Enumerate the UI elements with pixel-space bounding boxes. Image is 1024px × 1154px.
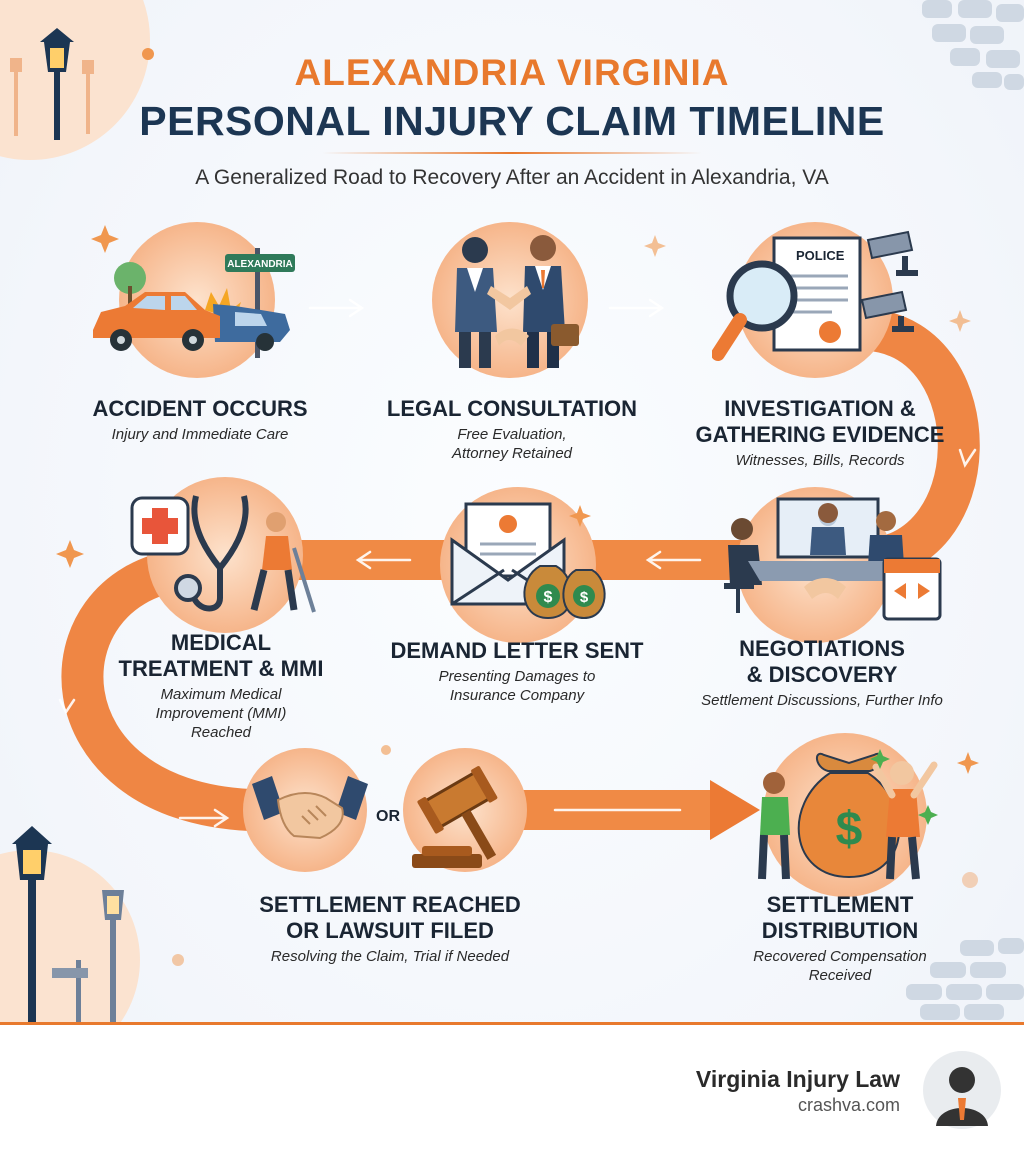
step-settlement-distribution: SETTLEMENT DISTRIBUTION Recovered Compen… (720, 892, 960, 985)
or-label: OR (376, 808, 400, 825)
gavel-icon (412, 766, 498, 868)
step-title: SETTLEMENT DISTRIBUTION (761, 892, 919, 943)
street-lamp-icon (10, 28, 94, 140)
step-investigation: INVESTIGATION & GATHERING EVIDENCE Witne… (680, 396, 960, 470)
step-desc: Presenting Damages to Insurance Company (438, 668, 596, 704)
police-report-magnifier-icon: POLICE (712, 230, 918, 361)
step-title: MEDICAL TREATMENT & MMI (118, 630, 324, 681)
title-line1: ALEXANDRIA VIRGINIA (294, 52, 730, 93)
step-desc: Settlement Discussions, Further Info (701, 692, 943, 709)
step-title: SETTLEMENT REACHED OR LAWSUIT FILED (259, 892, 521, 943)
step-title: ACCIDENT OCCURS (92, 396, 308, 421)
street-lamp-icon-bottom (12, 826, 124, 1025)
step-desc: Free Evaluation, Attorney Retained (451, 426, 573, 462)
title-line2: PERSONAL INJURY CLAIM TIMELINE (139, 98, 885, 144)
cobblestones-top-right (922, 0, 1024, 90)
step-legal-consultation: LEGAL CONSULTATION Free Evaluation, Atto… (362, 396, 662, 463)
sparkle-decorations (56, 48, 979, 966)
step-accident-occurs: ACCIDENT OCCURS Injury and Immediate Car… (60, 396, 340, 444)
svg-text:ALEXANDRIA: ALEXANDRIA (227, 259, 293, 270)
step-title: LEGAL CONSULTATION (386, 396, 638, 421)
demand-letter-icon: $ $ (450, 502, 606, 620)
title-divider (322, 152, 702, 154)
step-title: NEGOTIATIONS & DISCOVERY (739, 636, 905, 687)
brand-name: Virginia Injury Law (695, 1066, 900, 1092)
avatar-icon (923, 1051, 1001, 1129)
money-bag-small-icon: $ $ (523, 565, 606, 620)
svg-text:$: $ (580, 589, 589, 606)
step-title: DEMAND LETTER SENT (390, 638, 644, 663)
step-desc: Witnesses, Bills, Records (735, 452, 905, 469)
step-demand-letter: DEMAND LETTER SENT Presenting Damages to… (362, 638, 672, 705)
step-desc: Injury and Immediate Care (111, 426, 289, 443)
footer (0, 1022, 1024, 1154)
subtitle: A Generalized Road to Recovery After an … (195, 166, 829, 189)
svg-text:$: $ (836, 803, 863, 856)
handshake-icon (455, 235, 579, 368)
cobblestones-bottom-right (906, 938, 1024, 1020)
settlement-handshake-icon (252, 776, 368, 840)
car-crash-icon: ALEXANDRIA (93, 248, 295, 358)
step-medical-treatment: MEDICAL TREATMENT & MMI Maximum Medical … (96, 630, 346, 742)
step-desc: Maximum Medical Improvement (MMI) Reache… (155, 686, 287, 741)
money-bag-celebration-icon: $ (758, 749, 938, 880)
corner-glow-top-left (0, 0, 150, 160)
svg-text:POLICE: POLICE (796, 248, 845, 263)
step-title: INVESTIGATION & GATHERING EVIDENCE (695, 396, 945, 447)
step-desc: Recovered Compensation Received (753, 948, 927, 984)
footer-divider (0, 1022, 1024, 1025)
step-settlement-or-lawsuit: SETTLEMENT REACHED OR LAWSUIT FILED Reso… (230, 892, 550, 966)
brand-block: Virginia Injury Law crashva.com (696, 1066, 900, 1116)
svg-text:$: $ (544, 589, 553, 606)
meeting-table-icon (724, 497, 942, 621)
brand-url[interactable]: crashva.com (797, 1095, 900, 1115)
step-negotiations: NEGOTIATIONS & DISCOVERY Settlement Disc… (672, 636, 972, 710)
step-desc: Resolving the Claim, Trial if Needed (270, 948, 510, 965)
medical-stethoscope-icon (130, 495, 316, 613)
